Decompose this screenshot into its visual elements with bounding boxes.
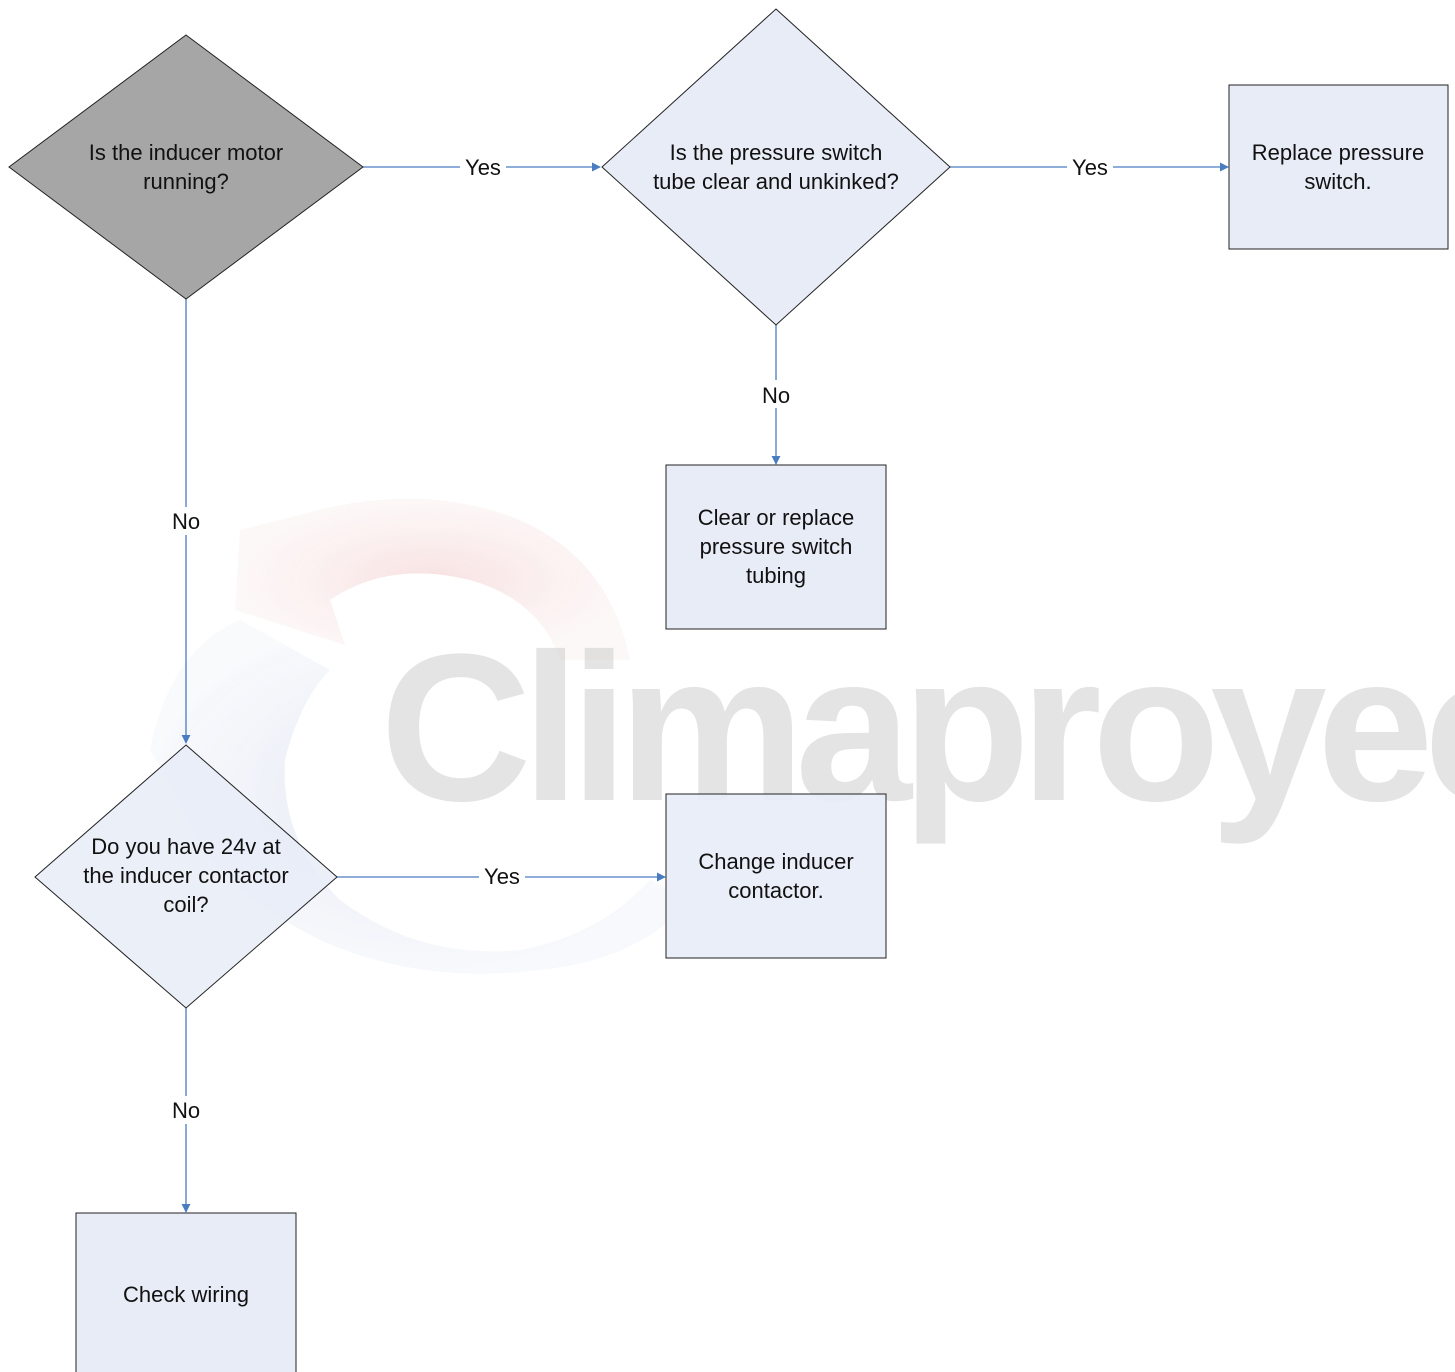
decision-label: running? [143,169,229,194]
decision-24v-coil: Do you have 24v at the inducer contactor… [34,744,338,1009]
decision-label: Is the inducer motor [89,140,283,165]
edge-labels: Yes Yes No No Yes No [168,153,1113,1124]
decision-label: Is the pressure switch [670,140,883,165]
action-shape [75,1212,297,1372]
action-label: tubing [746,563,806,588]
decision-label: the inducer contactor [83,863,288,888]
edge-label-inducer-yes: Yes [465,155,501,180]
action-label: switch. [1304,169,1371,194]
action-label: Check wiring [123,1282,249,1307]
action-label: contactor. [728,878,823,903]
action-label: pressure switch [700,534,853,559]
edge-label-24v-no: No [172,1098,200,1123]
action-shape [665,464,887,630]
decision-shape [34,744,338,1009]
decision-shape [601,8,951,326]
action-change-contactor: Change inducer contactor. [665,793,887,959]
edge-label-24v-yes: Yes [484,864,520,889]
decision-shape [8,34,364,300]
watermark-swirl-red [235,498,630,660]
edge-label-inducer-no: No [172,509,200,534]
edge-label-tube-yes: Yes [1072,155,1108,180]
decision-tube-clear: Is the pressure switch tube clear and un… [601,8,951,326]
watermark-text: Climaproyectos [380,610,1455,845]
action-label: Change inducer [698,849,853,874]
action-label: Replace pressure [1252,140,1424,165]
decision-label: Do you have 24v at [91,834,281,859]
action-clear-tubing: Clear or replace pressure switch tubing [665,464,887,630]
action-shape [665,793,887,959]
decision-inducer-running: Is the inducer motor running? [8,34,364,300]
edge-label-tube-no: No [762,383,790,408]
action-label: Clear or replace [698,505,855,530]
decision-label: tube clear and unkinked? [653,169,899,194]
action-check-wiring: Check wiring [75,1212,297,1372]
action-shape [1228,84,1449,250]
decision-label: coil? [163,892,208,917]
watermark-logo: Climaproyectos [150,498,1455,974]
action-replace-pressure-switch: Replace pressure switch. [1228,84,1449,250]
